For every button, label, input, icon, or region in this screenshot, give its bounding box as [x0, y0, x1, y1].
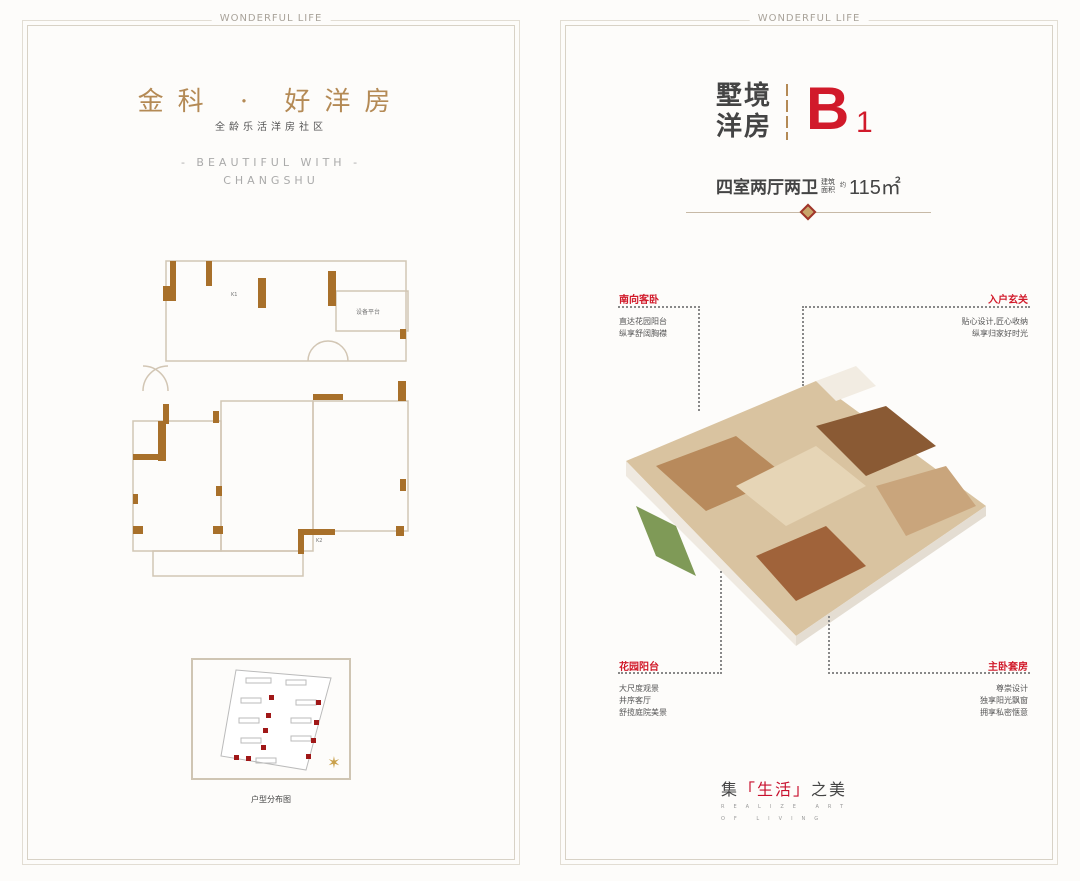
- area-label: 建筑面积: [821, 177, 835, 194]
- area-about: 约: [840, 181, 847, 189]
- leader-line: [618, 571, 722, 674]
- brand-title: 金科 · 好洋房: [137, 87, 405, 117]
- annotation-title: 南向客卧: [619, 295, 659, 306]
- area-value: 115㎡: [849, 177, 901, 199]
- unit-spec: 四室两厅两卫 建筑面积 约 115㎡: [716, 171, 901, 200]
- annotation-line: 纵享归家好时光: [972, 329, 1028, 338]
- annotation-title: 入户玄关: [988, 295, 1028, 306]
- annotation-entrance: 入户玄关 贴心设计,匠心收纳 纵享归家好时光: [961, 291, 1028, 340]
- layout-text: 四室两厅两卫: [716, 178, 818, 198]
- unit-code-sub: 1: [856, 106, 873, 139]
- english-line-2: CHANGSHU: [223, 174, 319, 187]
- english-line-1: - BEAUTIFUL WITH -: [180, 156, 362, 169]
- annotation-line: 贴心设计,匠心收纳: [961, 317, 1028, 326]
- annotation-line: 纵享舒阔胸襟: [619, 329, 667, 338]
- slogan-pre: 集: [721, 780, 740, 799]
- slogan: 集「生活」之美: [721, 776, 847, 800]
- annotation-line: 大尺度观景: [619, 684, 659, 693]
- floor-plan: 设备平台 K1 K2: [132, 260, 409, 577]
- slogan-english-1: REALIZE ART: [721, 804, 853, 810]
- annotation-title: 主卧套房: [988, 662, 1028, 673]
- leader-line: [802, 306, 1030, 386]
- annotation-line: 尊崇设计: [996, 684, 1028, 693]
- annotation-line: 拥享私密惬意: [980, 708, 1028, 717]
- plan-label-k1: K1: [231, 292, 237, 298]
- annotation-line: 舒揽庭院美景: [619, 708, 667, 717]
- leader-line: [618, 306, 700, 411]
- header-text: WONDERFUL LIFE: [749, 13, 869, 24]
- plan-label-k2: K2: [316, 538, 322, 544]
- title-line-2: 洋房: [716, 112, 773, 142]
- site-distribution-map: ✶: [191, 658, 351, 780]
- left-page: WONDERFUL LIFE 金科 · 好洋房 全龄乐活洋房社区 - BEAUT…: [22, 13, 520, 865]
- annotation-garden-balcony: 花园阳台 大尺度观景 井序客厅 舒揽庭院美景: [619, 658, 667, 719]
- header-text: WONDERFUL LIFE: [211, 13, 331, 24]
- slogan-post: 之美: [811, 780, 848, 799]
- annotation-line: 井序客厅: [619, 696, 651, 705]
- annotation-line: 直达花园阳台: [619, 317, 667, 326]
- annotation-master-suite: 主卧套房 尊崇设计 独享阳光飘窗 拥享私密惬意: [980, 658, 1028, 719]
- annotation-south-bedroom: 南向客卧 直达花园阳台 纵享舒阔胸襟: [619, 291, 667, 340]
- leader-line: [828, 616, 1030, 674]
- slogan-english-2: OF LIVING: [721, 816, 828, 822]
- annotation-line: 独享阳光飘窗: [980, 696, 1028, 705]
- annotation-title: 花园阳台: [619, 662, 659, 673]
- compass-icon: ✶: [327, 753, 340, 772]
- slogan-highlight: 「生活」: [739, 780, 812, 799]
- brand-subtitle: 全龄乐活洋房社区: [215, 122, 327, 133]
- unit-code: B: [806, 75, 850, 142]
- ornament-icon: [799, 203, 817, 221]
- title-separator: [786, 84, 788, 140]
- right-page: WONDERFUL LIFE 墅境洋房 B 1 四室两厅两卫 建筑面积 约 11…: [560, 13, 1058, 865]
- 3d-floorplan-render: [626, 366, 986, 646]
- site-map-caption: 户型分布图: [251, 795, 291, 804]
- title-line-1: 墅境: [716, 81, 773, 111]
- plan-label-platform: 设备平台: [356, 308, 380, 316]
- unit-title: 墅境洋房: [716, 81, 772, 143]
